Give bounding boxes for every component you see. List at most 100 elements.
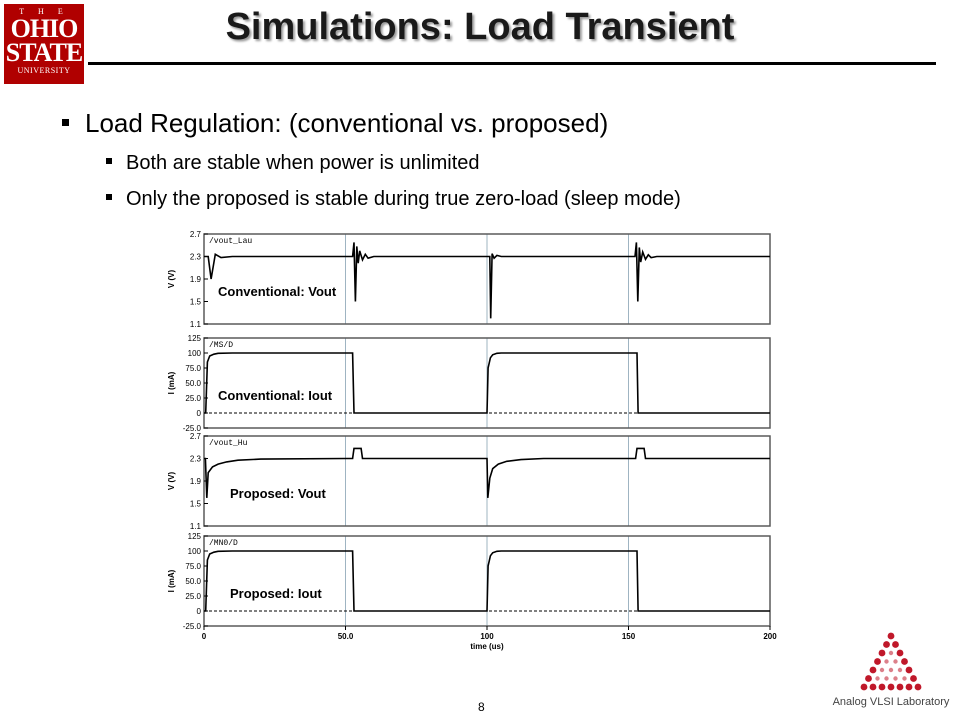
lab-logo-dot [902,676,907,681]
y-tick-label: 0 [197,607,202,616]
trace-tag: /MS/D [209,341,233,350]
y-tick-label: 2.3 [190,253,202,262]
y-axis-label: I (mA) [167,371,176,394]
lab-logo-dot [860,683,868,691]
trace-tag-bg [206,437,250,447]
y-tick-label: 1.9 [190,477,202,486]
lab-logo-dot [888,650,894,656]
lab-logo-dot [901,658,908,665]
lab-logo-dot [896,683,904,691]
y-tick-label: 50.0 [185,379,201,388]
lab-logo-dot [893,659,898,664]
y-tick-label: 1.5 [190,298,202,307]
page-number: 8 [478,700,485,714]
y-axis-label: V (V) [167,472,176,491]
lab-logo-dot [897,667,903,673]
y-tick-label: 1.5 [190,500,202,509]
panel-prop-iout: 125 100 75.0 50.0 25.0 0 -25.0 I (mA) /MN0/D Prop… [167,532,771,631]
y-tick-label: 50.0 [185,577,201,586]
lab-logo-dot [869,666,877,674]
y-tick-label: 2.7 [190,432,202,441]
y-tick-label: 75.0 [185,364,201,373]
y-tick-label: 100 [188,547,202,556]
trace-conv-vout [204,242,770,319]
trace-tag-bg [206,537,250,547]
logo-line-the: T H E [19,7,69,16]
lab-logo-dot [878,683,886,691]
y-tick-label: 1.9 [190,275,202,284]
x-tick-label: 0 [202,632,207,641]
trace-prop-vout [204,447,770,498]
trace-tag: /MN0/D [209,539,238,548]
bullet-sub-2: Only the proposed is stable during true … [106,188,681,211]
trace-tag-bg [206,339,250,349]
lab-logo-dot [887,683,895,691]
trace-tag: /vout_Hu [209,439,248,448]
y-tick-label: 1.1 [190,320,202,329]
analog-vlsi-lab-logo: Analog VLSI Laboratory [828,630,954,710]
bullet-square-icon [62,118,69,126]
trace-conv-iout [204,352,770,414]
y-tick-label: 125 [188,532,202,541]
panel-conv-vout: 2.72.31.91.51.1V (V)/vout_LauConventiona… [167,230,771,329]
trace-tag-bg [206,235,250,245]
lab-logo-dot [910,675,917,682]
x-axis-label: time (us) [470,642,504,651]
y-tick-label: 2.7 [190,230,202,239]
lab-logo-dot [896,649,904,657]
lab-logo-dot [865,675,872,682]
lab-logo-dot [869,683,877,691]
lab-logo-dot [905,683,913,691]
lab-logo-dot [883,641,890,648]
ohio-state-logo: T H E OHIO STATE UNIVERSITY [4,4,84,84]
y-axis-label: V (V) [167,270,176,289]
lab-logo-dot [892,641,899,648]
y-tick-label: -25.0 [183,622,202,631]
lab-logo-dot [887,632,895,640]
bullet-sub-2-text: Only the proposed is stable during true … [126,188,681,210]
lab-logo-dot [874,658,881,665]
x-tick-label: 100 [480,632,494,641]
lab-name: Analog VLSI Laboratory [832,696,950,708]
y-tick-label: 1.1 [190,522,202,531]
bullet-square-icon [106,157,112,164]
lab-logo-dot [875,676,880,681]
x-tick-label: 50.0 [338,632,354,641]
logo-line-state: STATE [5,38,83,67]
lab-logo-dot [884,676,889,681]
y-tick-label: 0 [197,409,202,418]
bullet-sub-1-text: Both are stable when power is unlimited [126,152,480,174]
y-tick-label: 75.0 [185,562,201,571]
x-tick-label: 200 [763,632,777,641]
panel-annotation: Proposed: Iout [230,586,322,601]
lab-triangle-icon [860,632,922,691]
trace-tag: /vout_Lau [209,237,252,246]
lab-logo-dot [888,667,894,673]
bullet-sub-1: Both are stable when power is unlimited [106,152,480,175]
bullet-main: Load Regulation: (conventional vs. propo… [62,108,608,139]
panel-annotation: Proposed: Vout [230,486,326,501]
lab-logo-dot [914,683,922,691]
lab-logo-dot [893,676,898,681]
title-divider [88,62,936,65]
trace-prop-iout [204,550,770,612]
y-tick-label: 25.0 [185,394,201,403]
y-axis-label: I (mA) [167,569,176,592]
bullet-square-icon [106,193,112,200]
lab-logo-dot [878,649,886,657]
lab-logo-dot [905,666,913,674]
logo-line-university: UNIVERSITY [17,66,71,75]
panel-annotation: Conventional: Iout [218,388,333,403]
load-transient-chart: 2.7 2.3 1.9 1.5 1.1 V (V) /vout_LauConventiona… [167,230,777,651]
logo-line-ohio: OHIO [10,14,79,43]
x-tick-label: 150 [622,632,636,641]
y-tick-label: 125 [188,334,202,343]
lab-logo-dot [884,659,889,664]
y-tick-label: 25.0 [185,592,201,601]
y-tick-label: 100 [188,349,202,358]
y-tick-label: 2.3 [190,455,202,464]
bullet-main-text: Load Regulation: (conventional vs. propo… [85,108,609,138]
y-tick-label: -25.0 [183,424,202,433]
lab-logo-dot [879,667,885,673]
